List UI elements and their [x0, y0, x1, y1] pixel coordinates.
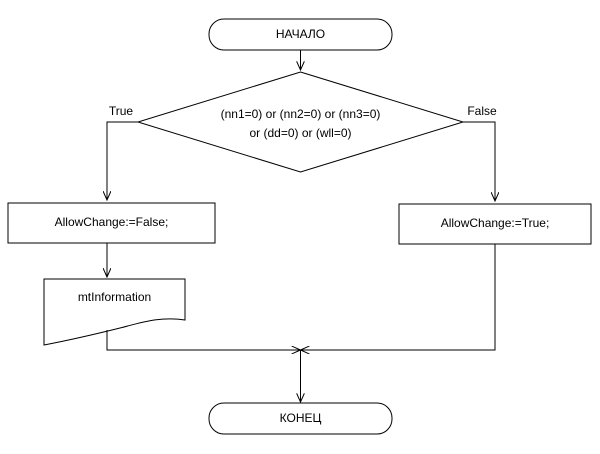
node-process-true[interactable]: AllowChange:=True;	[398, 203, 592, 245]
edge-label-true: True	[109, 104, 134, 118]
end-shape	[208, 402, 393, 435]
decision-label-line2: or (dd=0) or (wll=0)	[249, 126, 351, 140]
edge-decision-false-to-process-true	[463, 121, 495, 201]
edge-process-true-to-junction	[301, 244, 496, 350]
edge-document-to-junction	[106, 330, 301, 350]
process-false-shape	[7, 202, 216, 244]
edge-label-false: False	[467, 104, 497, 118]
edge-decision-true-to-process-false	[107, 121, 138, 200]
node-start[interactable]: НАЧАЛО	[208, 18, 393, 51]
node-process-false[interactable]: AllowChange:=False;	[7, 202, 216, 244]
decision-shape	[136, 71, 465, 173]
end-label: КОНЕЦ	[280, 411, 322, 425]
node-end[interactable]: КОНЕЦ	[208, 402, 393, 435]
process-true-label: AllowChange:=True;	[441, 216, 550, 230]
document-label: mtInformation	[78, 290, 151, 304]
document-shape	[43, 278, 186, 346]
process-false-label: AllowChange:=False;	[55, 215, 169, 229]
start-label: НАЧАЛО	[276, 27, 325, 41]
decision-label-line1: (nn1=0) or (nn2=0) or (nn3=0)	[221, 107, 381, 121]
node-document[interactable]: mtInformation	[43, 278, 186, 346]
node-decision[interactable]: (nn1=0) or (nn2=0) or (nn3=0) or (dd=0) …	[136, 71, 465, 173]
